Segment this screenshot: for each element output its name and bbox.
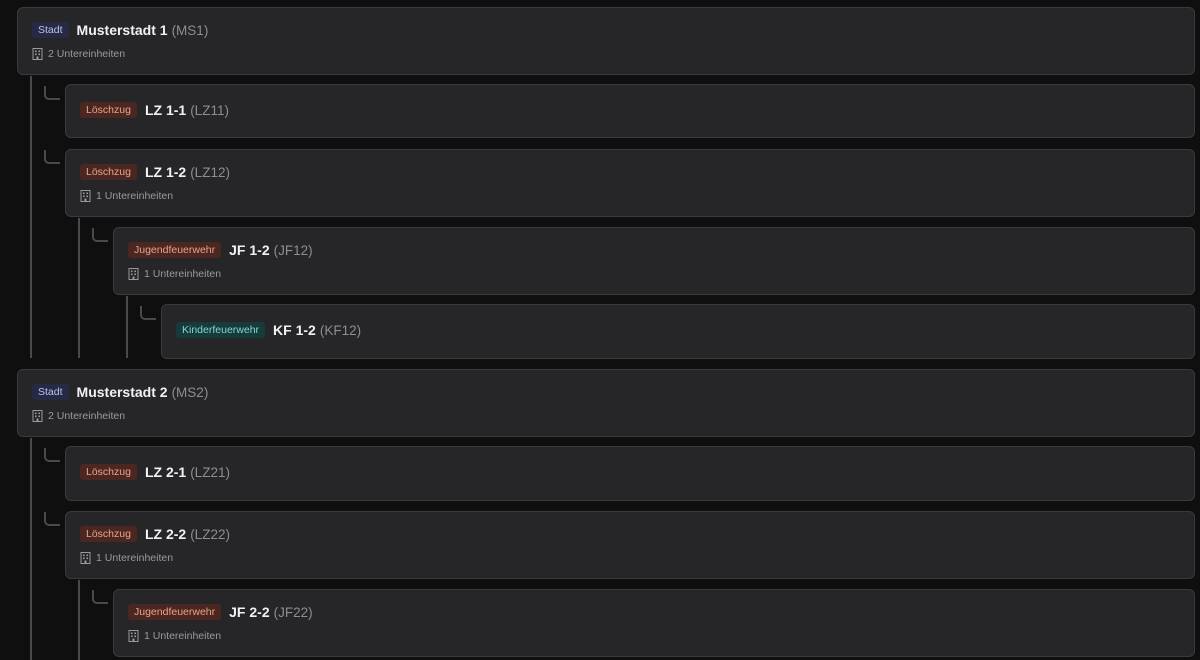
unit-name: Musterstadt 1: [76, 22, 168, 38]
subunit-count: 1 Untereinheiten: [80, 552, 173, 564]
unit-code: (JF22): [273, 604, 313, 620]
unit-card-jf22[interactable]: Jugendfeuerwehr JF 2-2 (JF22) 1 Unterein…: [113, 589, 1195, 657]
subunit-count: 1 Untereinheiten: [80, 190, 173, 202]
unit-code: (JF12): [273, 242, 313, 258]
tree-connector: [92, 228, 108, 242]
tree-connector: [140, 306, 156, 320]
unit-type-badge: Löschzug: [80, 464, 137, 480]
subunit-count: 2 Untereinheiten: [32, 48, 125, 60]
unit-type-badge: Stadt: [32, 22, 69, 38]
unit-code: (LZ22): [190, 526, 230, 542]
unit-type-badge: Jugendfeuerwehr: [128, 604, 222, 620]
unit-type-badge: Löschzug: [80, 102, 137, 118]
unit-card-kf12[interactable]: Kinderfeuerwehr KF 1-2 (KF12): [161, 304, 1195, 359]
unit-header: Löschzug LZ 1-1 (LZ11): [80, 102, 229, 118]
tree-line: [126, 296, 128, 358]
tree-connector: [44, 448, 60, 462]
tree-line: [30, 438, 32, 660]
building-icon: [128, 268, 139, 280]
unit-type-badge: Löschzug: [80, 164, 137, 180]
unit-card-lz21[interactable]: Löschzug LZ 2-1 (LZ21): [65, 446, 1195, 501]
unit-header: Jugendfeuerwehr JF 2-2 (JF22): [128, 604, 313, 620]
subunit-count: 1 Untereinheiten: [128, 268, 221, 280]
unit-type-badge: Stadt: [32, 384, 69, 400]
unit-card-ms1[interactable]: Stadt Musterstadt 1 (MS1) 2 Untereinheit…: [17, 7, 1195, 75]
unit-code: (LZ21): [190, 464, 230, 480]
unit-type-badge: Jugendfeuerwehr: [128, 242, 222, 258]
tree-line: [78, 580, 80, 660]
unit-name: Musterstadt 2: [76, 384, 168, 400]
subunit-count-label: 2 Untereinheiten: [48, 48, 126, 60]
building-icon: [32, 410, 43, 422]
tree-line: [78, 218, 80, 358]
unit-card-ms2[interactable]: Stadt Musterstadt 2 (MS2) 2 Untereinheit…: [17, 369, 1195, 437]
unit-code: (LZ11): [190, 102, 229, 118]
unit-header: Löschzug LZ 1-2 (LZ12): [80, 164, 230, 180]
unit-header: Kinderfeuerwehr KF 1-2 (KF12): [176, 322, 361, 338]
unit-header: Löschzug LZ 2-1 (LZ21): [80, 464, 230, 480]
unit-name: JF 1-2: [229, 242, 270, 258]
unit-card-lz11[interactable]: Löschzug LZ 1-1 (LZ11): [65, 84, 1195, 138]
unit-type-badge: Kinderfeuerwehr: [176, 322, 266, 338]
subunit-count-label: 1 Untereinheiten: [144, 630, 222, 642]
unit-header: Stadt Musterstadt 1 (MS1): [32, 22, 208, 38]
unit-name: KF 1-2: [273, 322, 316, 338]
tree-line: [30, 76, 32, 358]
unit-type-badge: Löschzug: [80, 526, 137, 542]
unit-name: LZ 2-1: [144, 464, 187, 480]
unit-name: LZ 1-2: [144, 164, 187, 180]
unit-name: LZ 2-2: [144, 526, 187, 542]
unit-code: (MS2): [171, 384, 209, 400]
tree-connector: [44, 150, 60, 164]
unit-name: JF 2-2: [229, 604, 270, 620]
subunit-count-label: 1 Untereinheiten: [144, 268, 222, 280]
tree-connector: [44, 86, 60, 100]
subunit-count-label: 1 Untereinheiten: [96, 552, 174, 564]
unit-code: (KF12): [319, 322, 362, 338]
unit-code: (LZ12): [190, 164, 230, 180]
unit-header: Löschzug LZ 2-2 (LZ22): [80, 526, 230, 542]
subunit-count-label: 1 Untereinheiten: [96, 190, 174, 202]
tree-connector: [44, 512, 60, 526]
building-icon: [80, 190, 91, 202]
subunit-count-label: 2 Untereinheiten: [48, 410, 126, 422]
subunit-count: 2 Untereinheiten: [32, 410, 125, 422]
unit-header: Jugendfeuerwehr JF 1-2 (JF12): [128, 242, 313, 258]
building-icon: [32, 48, 43, 60]
building-icon: [80, 552, 91, 564]
subunit-count: 1 Untereinheiten: [128, 630, 221, 642]
unit-card-jf12[interactable]: Jugendfeuerwehr JF 1-2 (JF12) 1 Unterein…: [113, 227, 1195, 295]
unit-card-lz12[interactable]: Löschzug LZ 1-2 (LZ12) 1 Untereinheiten: [65, 149, 1195, 217]
unit-code: (MS1): [171, 22, 209, 38]
building-icon: [128, 630, 139, 642]
tree-connector: [92, 590, 108, 604]
unit-header: Stadt Musterstadt 2 (MS2): [32, 384, 208, 400]
unit-card-lz22[interactable]: Löschzug LZ 2-2 (LZ22) 1 Untereinheiten: [65, 511, 1195, 579]
unit-name: LZ 1-1: [144, 102, 187, 118]
